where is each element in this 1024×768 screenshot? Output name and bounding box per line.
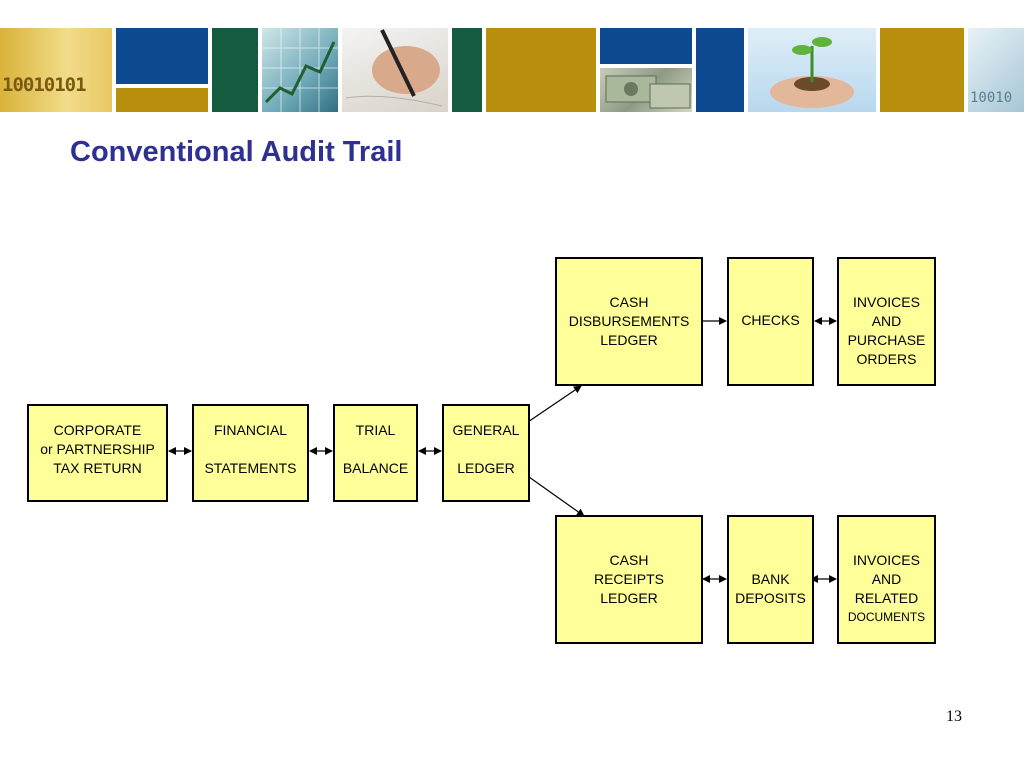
general-ledger-box: GENERAL LEDGER xyxy=(442,404,530,502)
seedling-icon xyxy=(770,37,854,108)
box-line: DISBURSEMENTS xyxy=(568,313,690,329)
box-line: RELATED xyxy=(854,590,919,606)
binary-digits-photo-right: 10010 xyxy=(968,28,1024,112)
banner-gold-tile xyxy=(116,88,208,112)
box-line: AND xyxy=(871,571,902,587)
box-line: TAX RETURN xyxy=(53,459,142,476)
binary-digits-text-right: 10010 xyxy=(970,90,1013,106)
invoices-related-documents-box: INVOICES AND RELATED DOCUMENTS xyxy=(837,515,936,644)
banner-blue-tile-3 xyxy=(696,28,744,112)
banner-green-tile xyxy=(212,28,258,112)
binary-digits-photo: 10010101 xyxy=(0,28,112,112)
banner-blue-tile-2 xyxy=(600,28,692,64)
box-line: CASH xyxy=(609,294,649,310)
header-banner: 10010101 xyxy=(0,28,1024,112)
box-line: INVOICES xyxy=(853,552,920,568)
box-line: TRIAL xyxy=(355,421,396,438)
box-line: FINANCIAL xyxy=(213,421,288,438)
hand-pen-icon xyxy=(345,29,443,107)
box-line: STATEMENTS xyxy=(204,459,297,476)
page-number: 13 xyxy=(946,708,962,725)
box-line: GENERAL xyxy=(452,421,520,438)
cash-receipts-ledger-box: CASH RECEIPTS LEDGER xyxy=(555,515,703,644)
page-title: Conventional Audit Trail xyxy=(70,136,403,168)
box-line: LEDGER xyxy=(457,459,515,476)
financial-chart-photo xyxy=(262,28,338,112)
hand-writing-photo xyxy=(342,28,448,112)
box-line: CHECKS xyxy=(741,312,800,328)
box-line: PURCHASE xyxy=(847,332,926,348)
box-line: LEDGER xyxy=(600,590,658,606)
box-line: BANK xyxy=(751,571,790,587)
box-line: ORDERS xyxy=(856,351,917,367)
bank-deposits-box: BANK DEPOSITS xyxy=(727,515,814,644)
box-line: DOCUMENTS xyxy=(847,610,926,624)
hands-seedling-photo xyxy=(748,28,876,112)
chart-graphic-icon xyxy=(262,28,338,112)
banner-blue-tile xyxy=(116,28,208,84)
invoices-purchase-orders-box: INVOICES AND PURCHASE ORDERS xyxy=(837,257,936,386)
checks-box: CHECKS xyxy=(727,257,814,386)
binary-digits-text: 10010101 xyxy=(2,74,87,96)
trial-balance-box: TRIAL BALANCE xyxy=(333,404,418,502)
banknote-icon xyxy=(605,75,691,109)
box-line: DEPOSITS xyxy=(735,590,806,606)
box-line: RECEIPTS xyxy=(593,571,664,587)
arrow-general-disbursements xyxy=(521,385,582,427)
box-line: INVOICES xyxy=(853,294,920,310)
box-line: or PARTNERSHIP xyxy=(40,440,155,457)
banknotes-photo xyxy=(600,68,692,112)
box-line: BALANCE xyxy=(342,459,409,476)
box-line: CASH xyxy=(609,552,649,568)
tax-return-box: CORPORATE or PARTNERSHIP TAX RETURN xyxy=(27,404,168,502)
box-line: CORPORATE xyxy=(53,421,142,438)
box-line: LEDGER xyxy=(600,332,658,348)
cash-disbursements-ledger-box: CASH DISBURSEMENTS LEDGER xyxy=(555,257,703,386)
banner-gold-tile-3 xyxy=(880,28,964,112)
banner-green-tile-2 xyxy=(452,28,482,112)
financial-statements-box: FINANCIAL STATEMENTS xyxy=(192,404,309,502)
banner-gold-tile-2 xyxy=(486,28,596,112)
box-line: AND xyxy=(871,313,902,329)
arrow-general-receipts xyxy=(521,471,585,517)
